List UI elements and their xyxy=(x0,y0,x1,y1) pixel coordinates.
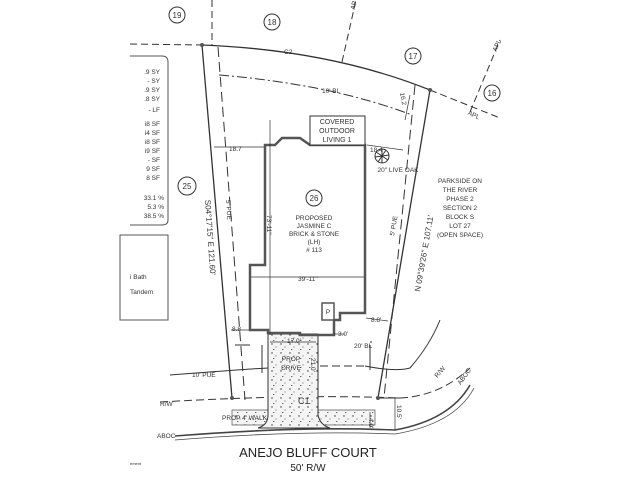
house-label: BRICK & STONE xyxy=(289,231,340,238)
walk-label: PROP 4' WALK xyxy=(222,415,268,422)
rw-right-label: R/W xyxy=(434,365,448,380)
table-cell: - LF xyxy=(148,107,160,114)
bl10-label: 10' BL xyxy=(322,88,341,95)
tree-label: 20" LIVE OAK xyxy=(378,167,420,174)
parkside-label: PHASE 2 xyxy=(446,196,474,203)
house-label: JASMINE C xyxy=(297,223,332,230)
table-cell: - SY xyxy=(147,78,160,85)
dim-17-0: 17.0' xyxy=(287,338,301,345)
table-cell: i Bath xyxy=(130,274,147,281)
porch-p xyxy=(321,302,335,321)
lot-16: 16 xyxy=(488,89,497,98)
table-cell: Tandem xyxy=(130,289,153,296)
table-cell: 33.1 % xyxy=(144,195,164,202)
apl-label: APL xyxy=(467,110,481,122)
street-row: 50' R/W xyxy=(290,463,326,474)
aboc-left-label: ABOC xyxy=(157,433,176,440)
dim-10-5: 10.5' xyxy=(395,405,402,419)
ap-label: AP xyxy=(350,0,359,10)
lot-19: 19 xyxy=(173,11,182,20)
house-label: # 113 xyxy=(306,247,322,254)
parkside-label: THE RIVER xyxy=(443,187,478,194)
dim-8-8-right: 8.8' xyxy=(371,317,381,324)
tree-icon xyxy=(374,148,390,164)
table-cell: .8 SY xyxy=(144,96,161,103)
dimension-lines xyxy=(214,94,411,430)
lot-25: 25 xyxy=(183,182,192,191)
lot-17: 17 xyxy=(409,52,418,61)
parkside-label: LOT 27 xyxy=(449,223,471,230)
parkside-label: PARKSIDE ON xyxy=(438,178,482,185)
house-label: PROPOSED xyxy=(296,215,333,222)
dim-16-2: 16.2 xyxy=(398,92,407,106)
table-cell: i8 SF xyxy=(145,121,160,128)
curve-c2: C2 xyxy=(284,49,293,56)
table-cell: 8 SF xyxy=(146,175,160,182)
table-cell: - SF xyxy=(148,157,160,164)
table-cell: i8 SF xyxy=(145,139,160,146)
covered-label: LIVING 1 xyxy=(323,137,352,144)
dim-4-0: 4.0' xyxy=(367,418,374,428)
bl20-label: 20' BL xyxy=(354,343,373,350)
lot-26: 26 xyxy=(310,194,319,203)
drive-label: DRIVE xyxy=(281,365,302,372)
table-cell: 9 SF xyxy=(146,166,160,173)
street-name: ANEJO BLUFF COURT xyxy=(239,445,377,460)
house-label: (LH) xyxy=(308,239,321,246)
dim-3-0: 3.0' xyxy=(338,331,348,338)
room-table-box xyxy=(119,234,169,321)
dim-18-7: 18.7 xyxy=(229,146,242,153)
table-cell: i9 SF xyxy=(145,148,160,155)
table-cell: .9 SY xyxy=(144,69,161,76)
curb-aboc xyxy=(174,384,475,441)
covered-outdoor-living xyxy=(309,115,366,146)
pue10-label: 10' PUE xyxy=(192,372,216,379)
table-cell: .9 SY xyxy=(144,87,161,94)
dim-73-11: 73'-11" xyxy=(265,215,272,235)
rw-left-label: R/W xyxy=(160,401,174,408)
pue5-left-label: 5' PUE xyxy=(224,200,232,221)
bearing-right: N 09°39'26" E 107.11' xyxy=(413,214,435,292)
area-table-box xyxy=(130,55,169,226)
lot-markers xyxy=(168,6,501,207)
dim-8-8-left: 8.8 xyxy=(232,326,241,333)
drive-label: PROP xyxy=(282,356,300,363)
parkside-label: BLOCK S xyxy=(446,214,475,221)
pue5-right-label: 5' PUE xyxy=(389,215,399,237)
driveway xyxy=(257,333,331,429)
covered-label: COVERED xyxy=(320,119,355,126)
parkside-label: (OPEN SPACE) xyxy=(437,232,483,239)
table-cell: 5.3 % xyxy=(147,204,164,211)
parkside-label: SECTION 2 xyxy=(443,205,478,212)
porch-label: P xyxy=(326,309,330,316)
curve-c1: C1 xyxy=(298,396,310,406)
apl-label: APL xyxy=(492,38,504,52)
dim-39-11: 39'-11" xyxy=(298,276,318,283)
lot-lines xyxy=(129,0,501,403)
dim-18-4: 18.4 xyxy=(370,147,383,154)
lot-18: 18 xyxy=(268,18,277,27)
bearing-left: S04°17'15" E 121.60' xyxy=(203,200,217,276)
dim-21-0: 21.0' xyxy=(309,358,316,372)
table-footer: ement xyxy=(130,461,142,466)
covered-label: OUTDOOR xyxy=(319,128,355,135)
table-cell: 38.5 % xyxy=(144,213,164,220)
table-cell: i4 SF xyxy=(145,130,160,137)
